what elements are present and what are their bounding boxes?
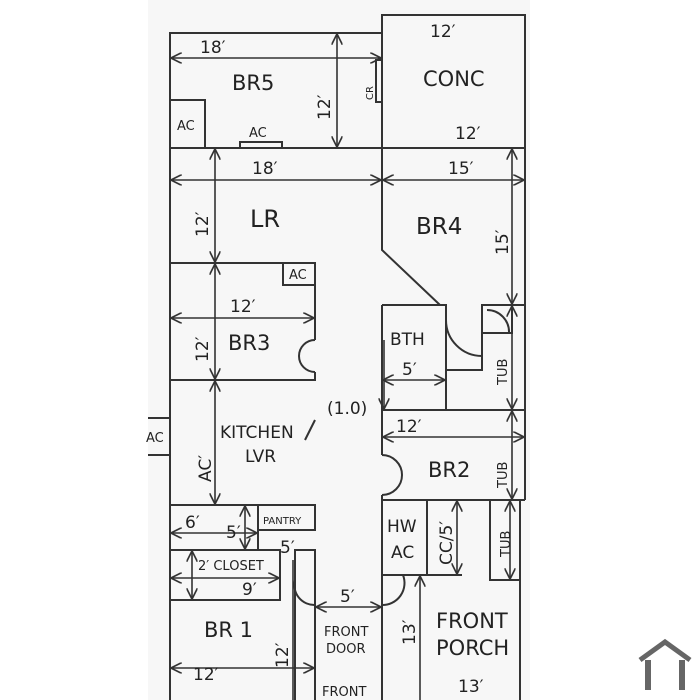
front-door-label: FRONT (324, 625, 368, 640)
front-door-label-2: DOOR (326, 642, 366, 657)
room-hw: HW (387, 517, 417, 537)
ac-lr: AC (289, 268, 307, 283)
front-porch-label: FRONT (436, 609, 508, 633)
front-label-bottom: FRONT (322, 685, 366, 700)
dim-kitchen-height: AC′ (196, 455, 216, 482)
dim-closet-9: 9′ (242, 580, 257, 600)
dim-br3-height: 12′ (193, 336, 213, 362)
front-porch-label-2: PORCH (436, 636, 509, 660)
door-swings (293, 308, 511, 607)
ac-br5-box: AC (177, 119, 195, 134)
room-kitchen: KITCHEN (220, 423, 294, 443)
dim-cc: CC/5′ (437, 521, 457, 565)
center-label: (1.0) (327, 399, 367, 419)
dim-br1-12v: 12′ (273, 642, 293, 668)
dim-pantry-6: 6′ (185, 513, 200, 533)
tub-label-3: TUB (499, 531, 514, 558)
ac-br5-vent: AC (249, 126, 267, 141)
room-br4: BR4 (416, 214, 462, 240)
dim-pantry-5b: 5′ (280, 538, 295, 558)
ac-outside: AC (146, 431, 164, 446)
dim-br2-width: 12′ (396, 417, 422, 437)
room-lr: LR (250, 205, 280, 233)
dim-lr-width: 18′ (252, 159, 278, 179)
dim-pantry-5: 5′ (226, 523, 241, 543)
room-br2: BR2 (428, 458, 470, 482)
room-conc: CONC (423, 67, 485, 91)
room-bth: BTH (390, 330, 425, 350)
cr-label: CR (365, 86, 376, 100)
br3-door (298, 339, 316, 373)
dim-hall-5: 5′ (340, 587, 355, 607)
room-pantry: PANTRY (263, 516, 302, 527)
br1-door (293, 579, 316, 607)
dim-br5-width: 18′ (200, 38, 226, 58)
room-hw-ac: AC (391, 543, 414, 563)
dim-conc-top: 12′ (430, 22, 456, 42)
room-br5: BR5 (232, 71, 274, 95)
dim-br5-height: 12′ (315, 94, 335, 120)
dim-lr-height: 12′ (193, 211, 213, 237)
br2-door (381, 454, 403, 496)
hw-door (381, 574, 406, 607)
walls (148, 14, 526, 700)
dim-porch-13h: 13′ (458, 677, 484, 697)
dim-br3-width: 12′ (230, 297, 256, 317)
dim-porch-13v: 13′ (400, 619, 420, 645)
house-logo-icon (638, 638, 692, 690)
dimension-arrows (172, 35, 523, 700)
room-br3: BR3 (228, 331, 270, 355)
dim-conc-bottom: 12′ (455, 124, 481, 144)
dim-br4-width: 15′ (448, 159, 474, 179)
dim-bth-width: 5′ (402, 360, 417, 380)
room-closet: 2′ CLOSET (198, 559, 264, 574)
dim-br1-width: 12′ (193, 665, 219, 685)
dim-br4-height: 15′ (493, 229, 513, 255)
room-lvr: LVR (245, 447, 276, 467)
room-br1: BR 1 (204, 618, 253, 642)
tub-label-2: TUB (496, 462, 511, 489)
bth-door (445, 319, 483, 357)
tub-label-1: TUB (496, 359, 511, 386)
